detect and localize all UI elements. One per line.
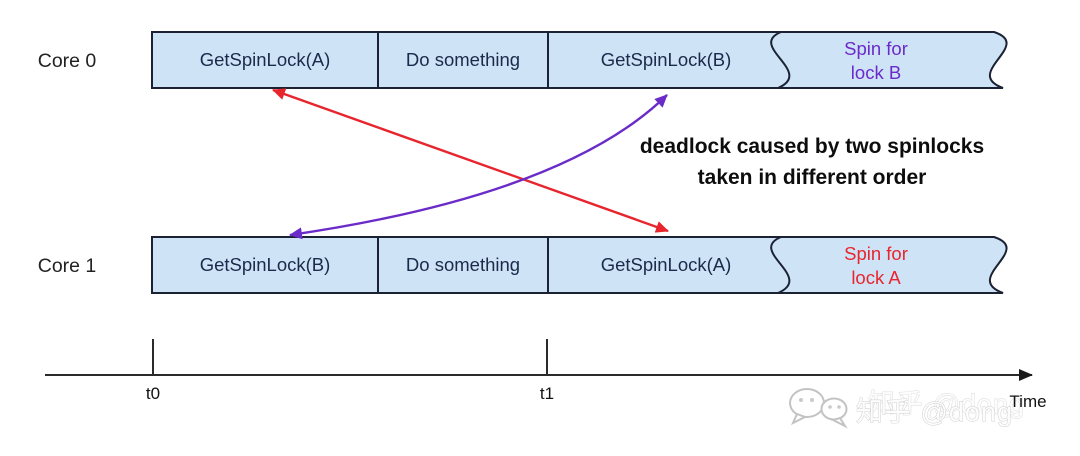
tick-t1-label: t1 [540,384,554,403]
core0-label: Core 0 [38,50,97,72]
core0-spin-line2: lock B [851,62,901,83]
core1-label: Core 1 [38,255,97,277]
time-axis-label: Time [1009,392,1046,411]
core1-segment-getspinlock-a: GetSpinLock(A) [601,254,732,275]
watermark: 知乎 @dong 知乎 @dong [789,388,1025,429]
core1-spin-line1: Spin for [844,243,908,264]
annotation-line1: deadlock caused by two spinlocks [640,135,984,158]
lock-b-dependency-arrow [289,94,668,240]
time-axis: t0 t1 Time [45,339,1047,411]
core0-segment-do-something: Do something [406,49,520,70]
lock-a-dependency-arrow [272,88,669,233]
watermark-text: 知乎 @dong [856,397,1013,427]
core0-segment-getspinlock-b: GetSpinLock(B) [601,49,732,70]
core0-break-squiggle [770,31,791,89]
deadlock-annotation: deadlock caused by two spinlocks taken i… [640,135,984,189]
tick-t0-label: t0 [146,384,160,403]
core0-spin-line1: Spin for [844,38,908,59]
annotation-line2: taken in different order [698,166,927,189]
chat-bubbles-icon [789,388,848,429]
core1-strip [151,236,1008,294]
core1-break-squiggle [770,236,791,294]
core1-timeline: Core 1 GetSpinLock(B) Do something GetSp… [38,236,1008,294]
core0-strip [151,31,1008,89]
core1-segment-getspinlock-b: GetSpinLock(B) [200,254,331,275]
core0-segment-getspinlock-a: GetSpinLock(A) [200,49,331,70]
core1-spin-line2: lock A [851,267,901,288]
core1-segment-do-something: Do something [406,254,520,275]
core0-timeline: Core 0 GetSpinLock(A) Do something GetSp… [38,31,1008,89]
watermark-text-echo: 知乎 @dong [868,389,1025,419]
